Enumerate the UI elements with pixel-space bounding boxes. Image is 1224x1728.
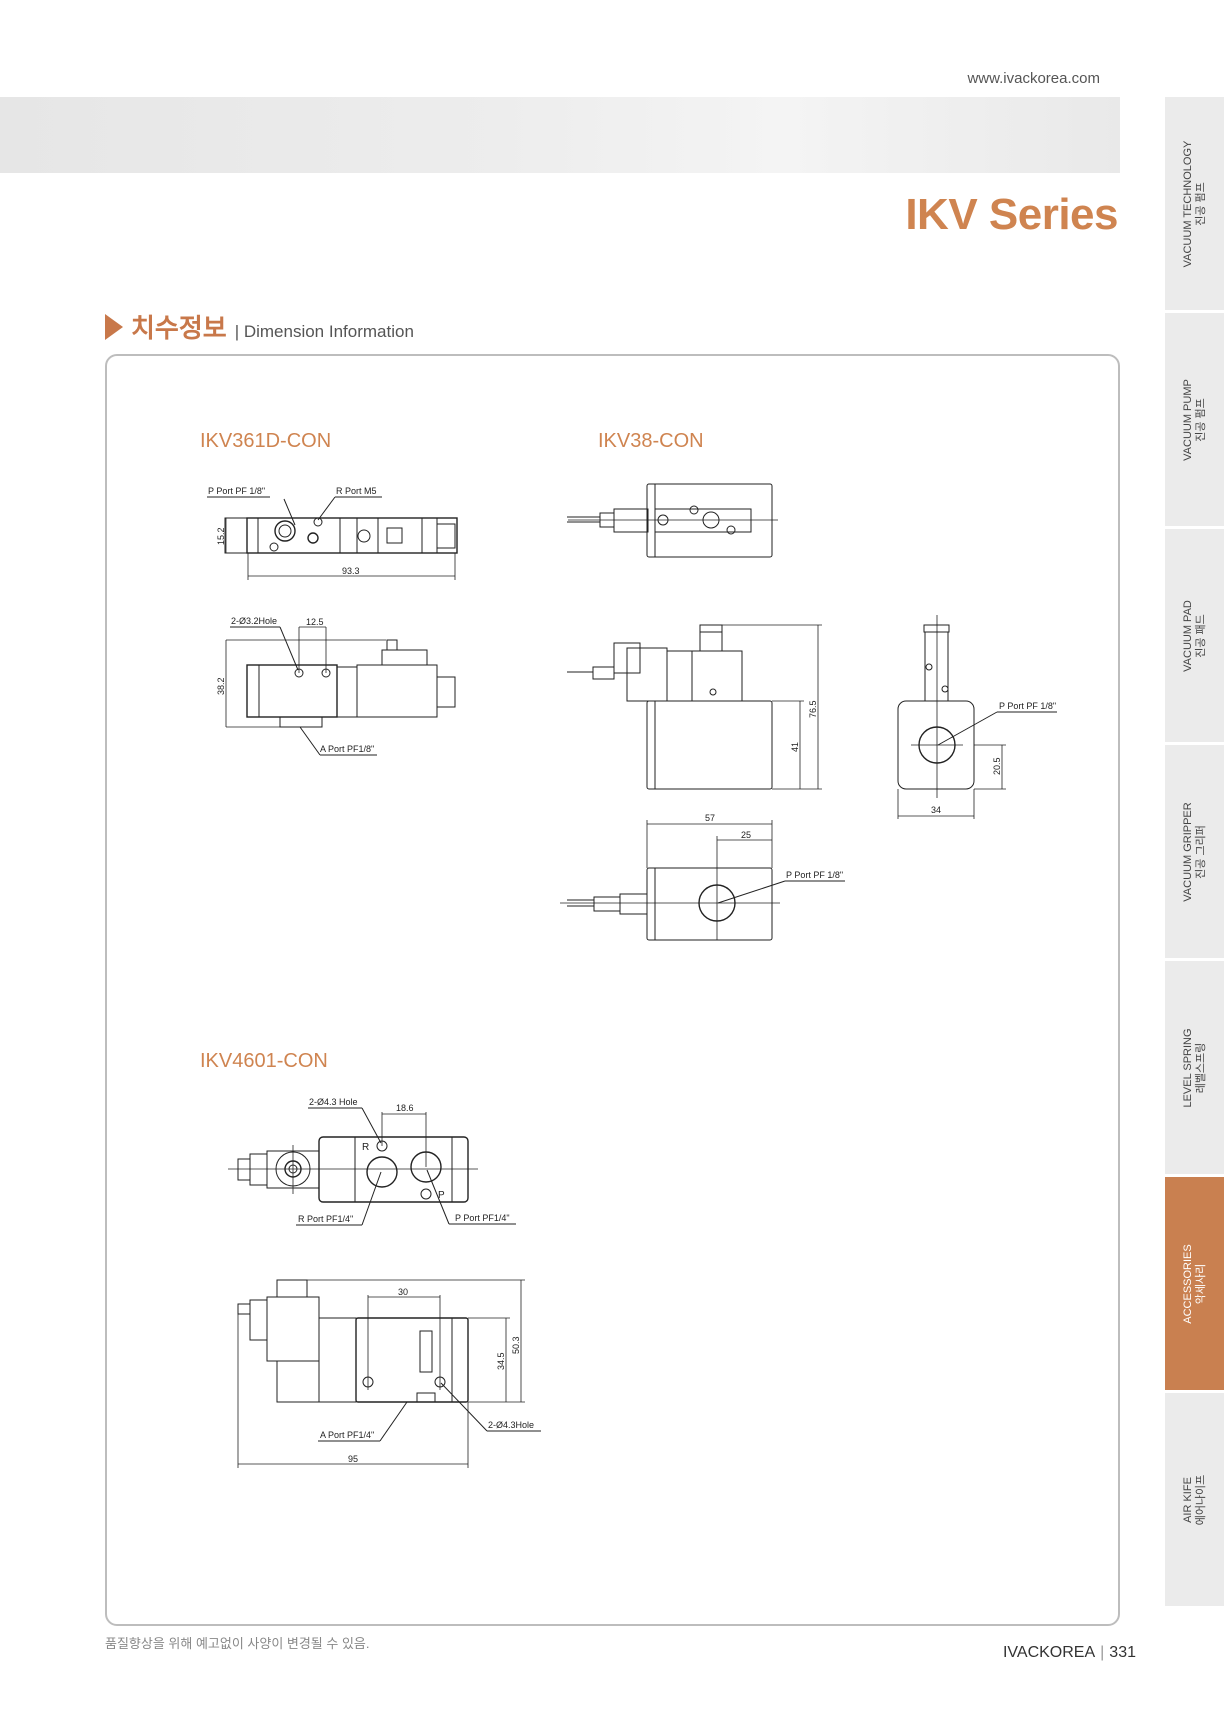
ikv361-top-view: P Port PF 1/8" R Port M5 15.2 93.3	[207, 486, 458, 580]
dim-20-5: 20.5	[992, 757, 1002, 775]
dim-12-5: 12.5	[306, 617, 324, 627]
label-hole-top: 2-Ø4.3 Hole	[309, 1097, 358, 1107]
drawing-ikv361d-con: IKV361D-CON P Port PF 1/8" R Port M5	[200, 430, 458, 756]
label-a-port: A Port PF1/4"	[320, 1430, 374, 1440]
dimension-panel	[105, 354, 1120, 1626]
ikv38-end-view: P Port PF 1/8" 20.5 34	[897, 615, 1057, 819]
ikv4601-side-view: 30 50.3 34.5 A Port PF1/4" 2-Ø4.3Hole 95	[237, 1279, 541, 1468]
dim-15-2: 15.2	[216, 527, 226, 545]
footer-brand: IVACKOREA	[1002, 1644, 1096, 1661]
dim-57: 57	[705, 813, 715, 823]
label-r-port: R Port M5	[336, 486, 377, 496]
footer-page: IVACKOREA|331	[1003, 1644, 1136, 1662]
dim-41: 41	[790, 742, 800, 752]
section-title-ko: 치수정보	[131, 313, 227, 343]
dim-25: 25	[741, 830, 751, 840]
label-r-mark: R	[362, 1142, 369, 1153]
ikv361-side-view: 12.5 2-Ø3.2Hole 38.2 A Port PF1/8"	[216, 616, 456, 756]
label-a-port: A Port PF1/8"	[320, 744, 374, 754]
dim-30: 30	[398, 1287, 408, 1297]
label-hole-side: 2-Ø4.3Hole	[488, 1420, 534, 1430]
header-banner	[0, 97, 1120, 173]
label-r-port: R Port PF1/4"	[298, 1214, 353, 1224]
ikv38-top-view	[567, 483, 778, 558]
drawing-ikv4601-con: IKV4601-CON R P 18.6 2-Ø4.3 Hol	[200, 1050, 541, 1468]
dim-34: 34	[931, 805, 941, 815]
drawing-title: IKV361D-CON	[200, 430, 331, 452]
label-hole: 2-Ø3.2Hole	[231, 616, 277, 626]
ikv38-side-view: 76.5 41	[567, 624, 822, 790]
ikv38-bottom-view: 57 25 P Port PF 1/8"	[560, 813, 845, 941]
label-p-port-side: P Port PF 1/8"	[999, 701, 1056, 711]
dim-93-3: 93.3	[342, 566, 360, 576]
dim-18-6: 18.6	[396, 1103, 414, 1113]
label-p-port-bottom: P Port PF 1/8"	[786, 870, 843, 880]
drawing-ikv38-con: IKV38-CON	[560, 430, 1057, 941]
dim-95: 95	[348, 1454, 358, 1464]
website-url[interactable]: www.ivackorea.com	[967, 70, 1100, 87]
label-p-port: P Port PF 1/8"	[208, 486, 265, 496]
label-p-port: P Port PF1/4"	[455, 1213, 510, 1223]
dim-38-2: 38.2	[216, 677, 226, 695]
dim-34-5: 34.5	[496, 1352, 506, 1370]
drawing-title: IKV4601-CON	[200, 1050, 328, 1072]
drawing-title: IKV38-CON	[598, 430, 704, 452]
label-p-mark: P	[438, 1190, 445, 1201]
footer-note: 품질향상을 위해 예고없이 사양이 변경될 수 있음.	[105, 1636, 370, 1651]
section-title-en: | Dimension Information	[234, 322, 414, 341]
dim-50-3: 50.3	[511, 1336, 521, 1354]
chevron-right-icon	[105, 313, 123, 340]
footer-separator: |	[1100, 1644, 1105, 1661]
ikv4601-top-view: R P 18.6 2-Ø4.3 Hole R Port PF1/4" P Por…	[228, 1097, 516, 1226]
dim-76-5: 76.5	[808, 700, 818, 718]
page-title: IKV Series	[905, 190, 1118, 239]
section-heading: 치수정보 | Dimension Information	[105, 308, 414, 345]
page-number: 331	[1109, 1644, 1136, 1661]
